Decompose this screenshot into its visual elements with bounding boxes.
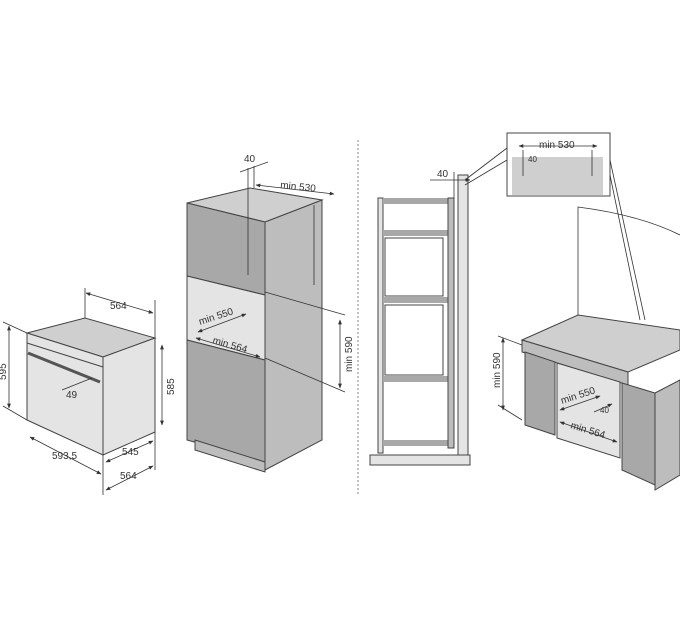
oven-height-side-label: 585: [166, 378, 177, 395]
oven-width-bottom-label: 564: [120, 471, 137, 482]
oven-width-front-label: 593,5: [52, 451, 77, 462]
counter-rear-gap-label: 40: [600, 406, 609, 415]
cabinet-side: [264, 199, 323, 471]
oven-drawing: 564 595 585 49 545 593,5 564: [0, 288, 177, 495]
detail-depth-label: min 530: [539, 140, 575, 151]
detail-gap-label: 40: [528, 155, 537, 164]
cabinet-rear-gap-label: 40: [244, 154, 256, 165]
oven-panel-line: [26, 342, 104, 368]
cabinet-niche-height-label: min 590: [344, 336, 355, 372]
wall: [457, 174, 469, 461]
oven-handle-offset-label: 49: [66, 390, 78, 401]
oven-unit-lower: [384, 304, 444, 376]
dimension-line: [85, 292, 154, 314]
column-cabinet-drawing: 40 min 530 min 550 min 564 min 590: [186, 154, 355, 473]
counter-niche-height-label: min 590: [492, 352, 503, 388]
left-cabinet: [524, 351, 556, 436]
oven-side: [102, 337, 156, 456]
side-rear-gap-label: 40: [437, 169, 449, 180]
right-cabinet: [621, 382, 656, 486]
under-counter-drawing: min 530 40 min 590 min 550 40 min 564: [492, 132, 680, 491]
oven-unit-upper: [384, 237, 444, 297]
oven-door-handle: [27, 351, 101, 384]
floor: [369, 454, 471, 466]
side-section-drawing: 40: [369, 147, 508, 466]
oven-width-top-label: 564: [110, 301, 127, 312]
oven-depth-body-label: 545: [122, 447, 139, 458]
cabinet-rear-depth-label: min 530: [280, 180, 317, 195]
wall-outline: [577, 206, 680, 330]
cabinet-plinth: [194, 439, 266, 473]
oven-height-front-label: 595: [0, 363, 9, 380]
shelf: [383, 198, 448, 204]
